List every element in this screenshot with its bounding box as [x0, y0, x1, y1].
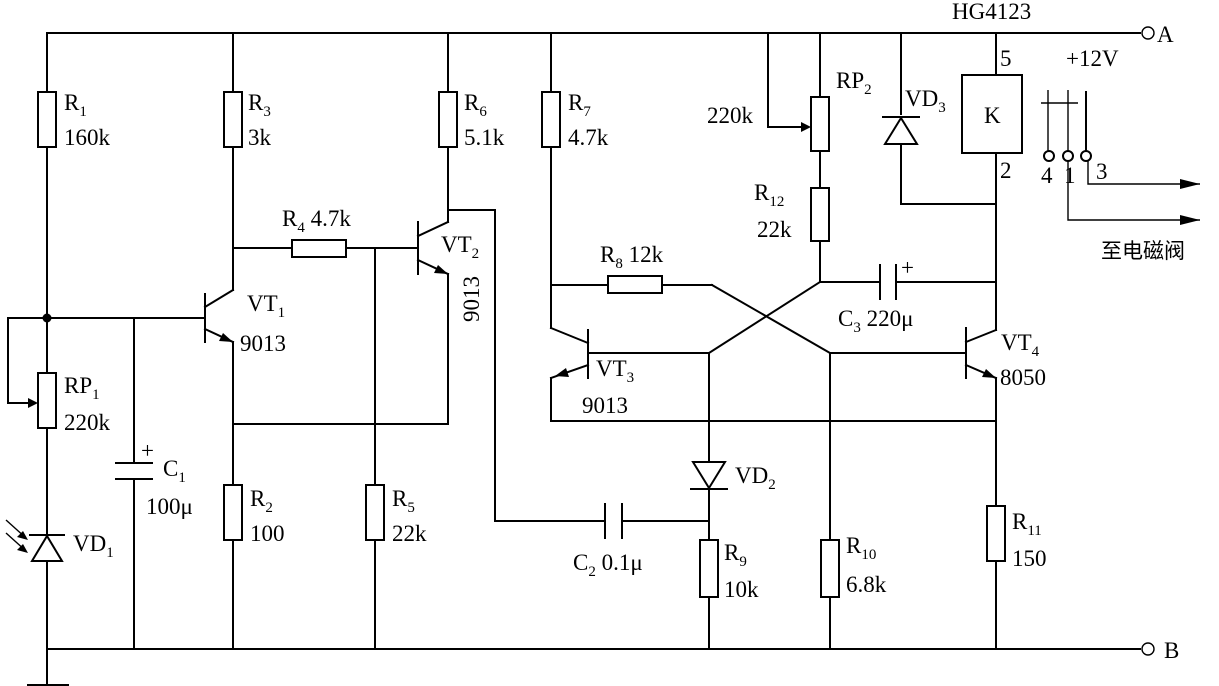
svg-text:9013: 9013: [459, 276, 484, 322]
svg-text:+: +: [901, 255, 914, 280]
relay-contact-1: [1062, 150, 1074, 162]
diode-vd3: VD3: [882, 86, 946, 145]
resistor-r5: R5 22k: [365, 484, 427, 546]
svg-text:R12: R12: [754, 180, 784, 210]
svg-text:R3: R3: [248, 90, 271, 120]
svg-text:VD1: VD1: [73, 531, 114, 561]
resistor-r2: R2 100: [223, 484, 285, 546]
svg-text:C1: C1: [163, 456, 186, 486]
relay-contact-3: [1080, 150, 1092, 162]
output-label: 至电磁阀: [1101, 239, 1185, 263]
resistor-r11: R11 150: [986, 505, 1047, 571]
svg-text:5: 5: [1000, 46, 1012, 71]
svg-text:VT2: VT2: [441, 232, 479, 262]
resistor-r1: R1 160k: [37, 90, 111, 150]
svg-text:22k: 22k: [392, 521, 427, 546]
svg-text:3k: 3k: [248, 125, 272, 150]
capacitor-c3: + C3 220μ: [838, 255, 914, 336]
svg-text:R10: R10: [846, 533, 876, 563]
photodiode-vd1: VD1: [5, 519, 114, 562]
svg-text:R7: R7: [568, 90, 591, 120]
svg-text:R11: R11: [1012, 509, 1042, 539]
svg-text:R6: R6: [464, 90, 487, 120]
svg-text:4.7k: 4.7k: [568, 125, 609, 150]
svg-text:RP2: RP2: [836, 68, 872, 98]
svg-text:8050: 8050: [1000, 365, 1046, 390]
terminal-a: [1141, 26, 1155, 40]
svg-text:100μ: 100μ: [146, 494, 193, 519]
junction-dots: [42, 313, 52, 323]
terminal-b: [1141, 642, 1155, 656]
svg-text:R4 4.7k: R4 4.7k: [282, 206, 351, 236]
transistor-vt4: VT4 8050: [964, 327, 1046, 390]
potentiometer-rp2: RP2 220k: [707, 68, 872, 152]
resistor-r10: R10 6.8k: [820, 533, 887, 598]
svg-text:2: 2: [1000, 158, 1012, 183]
terminal-a-label: A: [1157, 22, 1174, 47]
svg-text:R1: R1: [64, 90, 87, 120]
svg-text:150: 150: [1012, 546, 1047, 571]
svg-text:R8 12k: R8 12k: [600, 242, 664, 272]
svg-text:VT1: VT1: [247, 291, 285, 321]
resistor-r12: R12 22k: [754, 180, 830, 242]
svg-text:1: 1: [1064, 163, 1076, 188]
potentiometer-rp1: RP1 220k: [28, 372, 111, 435]
svg-text:VT4: VT4: [1001, 330, 1040, 360]
resistor-r3: R3 3k: [223, 90, 272, 150]
diode-vd2: VD2: [690, 461, 776, 493]
svg-text:R5: R5: [392, 486, 415, 516]
svg-text:100: 100: [250, 521, 285, 546]
resistor-r4: R4 4.7k: [282, 206, 351, 258]
capacitor-c2: C2 0.1μ: [573, 503, 643, 580]
svg-text:+: +: [141, 438, 154, 463]
svg-text:6.8k: 6.8k: [846, 572, 887, 597]
resistor-r8: R8 12k: [600, 242, 664, 294]
transistor-vt1: VT1 9013: [203, 288, 286, 356]
svg-text:9013: 9013: [240, 331, 286, 356]
svg-text:VT3: VT3: [596, 356, 634, 386]
wires: [7, 26, 1200, 686]
svg-text:C3 220μ: C3 220μ: [838, 306, 913, 336]
resistor-r6: R6 5.1k: [438, 90, 505, 150]
svg-text:VD2: VD2: [735, 463, 776, 493]
supply-label: +12V: [1066, 46, 1119, 71]
svg-text:10k: 10k: [724, 577, 759, 602]
svg-text:RP1: RP1: [64, 373, 100, 403]
resistor-r7: R7 4.7k: [541, 90, 609, 150]
svg-text:3: 3: [1096, 159, 1108, 184]
svg-text:4: 4: [1041, 163, 1053, 188]
svg-text:R2: R2: [250, 486, 273, 516]
terminal-b-label: B: [1164, 638, 1179, 663]
capacitor-c1: + C1 100μ: [115, 438, 193, 519]
transistor-vt3: VT3 9013: [549, 326, 634, 418]
svg-text:9013: 9013: [582, 393, 628, 418]
svg-text:22k: 22k: [757, 217, 792, 242]
svg-text:K: K: [984, 103, 1001, 128]
transistor-vt2: VT2 9013: [416, 220, 484, 322]
relay-contact-4: [1043, 150, 1055, 162]
svg-text:R9: R9: [724, 540, 747, 570]
ic-label: HG4123: [952, 0, 1031, 24]
svg-text:C2 0.1μ: C2 0.1μ: [573, 550, 643, 580]
svg-text:5.1k: 5.1k: [464, 125, 505, 150]
relay-k: K 5 2 4 1 3 至电磁阀: [961, 46, 1185, 263]
svg-text:160k: 160k: [64, 125, 111, 150]
svg-text:220k: 220k: [64, 410, 111, 435]
svg-text:220k: 220k: [707, 103, 754, 128]
resistor-r9: R9 10k: [699, 539, 759, 602]
svg-text:VD3: VD3: [905, 86, 946, 116]
